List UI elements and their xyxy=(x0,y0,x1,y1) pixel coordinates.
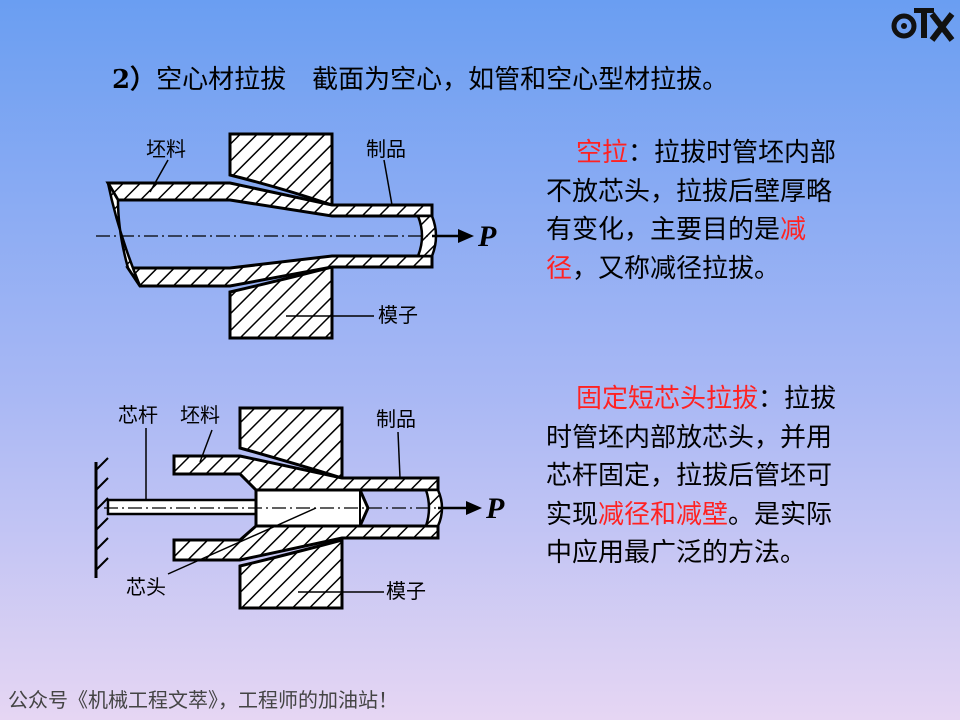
plug xyxy=(254,488,370,528)
para1-text2: ，又称减径拉拔。 xyxy=(572,253,781,284)
force-arrow-icon-2 xyxy=(466,501,482,515)
figure-fixed-plug-drawing: 芯杆 坯料 制品 芯头 模子 P xyxy=(94,403,505,610)
fig2-label-die: 模子 xyxy=(386,579,426,603)
para1-text1: ：拉拔时管坯内部不放芯头，拉拔后壁厚略有变化，主要目的是 xyxy=(546,138,837,245)
tube-end-left xyxy=(106,182,142,287)
slide-heading: 2）空心材拉拔截面为空心，如管和空心型材拉拔。 xyxy=(112,62,912,98)
fig2-label-blank: 坯料 xyxy=(180,403,220,427)
heading-description: 截面为空心，如管和空心型材拉拔。 xyxy=(312,65,729,95)
para1-highlight: 减径 xyxy=(546,215,807,284)
figure-empty-drawing: 坯料 制品 模子 P xyxy=(96,132,497,340)
paragraph-fixed-plug-drawing: 固定短芯头拉拔：拉拔时管坯内部放芯头，并用芯杆固定，拉拔后管坯可实现减径和减壁。… xyxy=(546,380,846,573)
heading-number: 2） xyxy=(112,65,157,95)
paragraph-empty-drawing: 空拉：拉拔时管坯内部不放芯头，拉拔后壁厚略有变化，主要目的是减径，又称减径拉拔。 xyxy=(546,134,846,288)
fig2-label-force: P xyxy=(485,492,505,525)
tube-wall-lower-2 xyxy=(172,524,440,562)
para2-highlight: 减径和减壁 xyxy=(598,499,729,530)
plug-rod xyxy=(106,498,258,516)
fig2-label-plug: 芯头 xyxy=(126,575,166,599)
watermark-text: 公众号《机械工程文萃》，工程师的加油站！ xyxy=(8,688,398,712)
fig2-label-product: 制品 xyxy=(376,407,416,431)
force-arrow-icon xyxy=(458,229,474,243)
term-empty-drawing: 空拉 xyxy=(576,138,629,168)
tube-wall-lower xyxy=(125,254,434,288)
fig1-label-force: P xyxy=(477,220,497,253)
para2-text2: 。是实际中应用最广泛的方法。 xyxy=(546,499,833,569)
para2-text1: ：拉拔时管坯内部放芯头，并用芯杆固定，拉拔后管坯可实现 xyxy=(546,384,837,530)
heading-title: 空心材拉拔 xyxy=(156,65,287,95)
logo-icon xyxy=(891,8,955,42)
term-fixed-plug-drawing: 固定短芯头拉拔 xyxy=(576,384,759,414)
fig1-label-die: 模子 xyxy=(378,303,418,327)
die-bottom-2 xyxy=(238,538,344,610)
fig2-label-rod: 芯杆 xyxy=(118,403,158,427)
fig1-label-product: 制品 xyxy=(366,137,406,161)
fig1-label-blank: 坯料 xyxy=(146,137,186,161)
tube-wall-upper xyxy=(105,181,434,218)
drawing-diagrams: 坯料 制品 模子 P xyxy=(94,132,505,610)
